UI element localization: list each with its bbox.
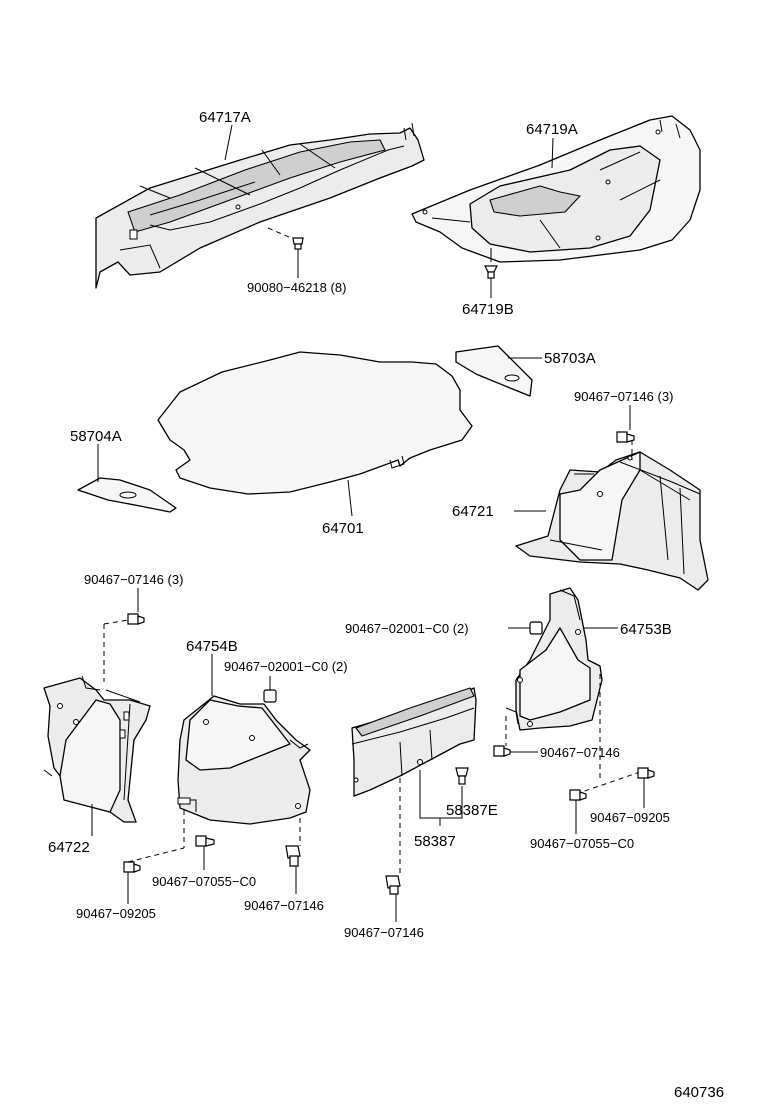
fastener-90467-09205-left[interactable] — [123, 861, 141, 873]
label-64719A: 64719A — [526, 121, 578, 138]
label-90467-07055-C0-right: 90467−07055−C0 — [530, 836, 634, 851]
part-58703A-pad[interactable] — [455, 345, 533, 397]
label-64721: 64721 — [452, 503, 494, 520]
leader-58387-bracket — [419, 770, 463, 826]
label-64754B: 64754B — [186, 638, 238, 655]
label-90467-07055-C0-left: 90467−07055−C0 — [152, 874, 256, 889]
fastener-90467-09205-right[interactable] — [637, 767, 655, 779]
label-90467-07146-mid-right: 90467−07146 — [540, 745, 620, 760]
part-64722-left-trim[interactable] — [43, 675, 151, 823]
part-64753B-right-rear-trim[interactable] — [505, 587, 603, 731]
fastener-90467-07055-C0-left[interactable] — [127, 810, 215, 863]
label-58387E: 58387E — [446, 802, 498, 819]
fastener-90467-07146-bottom-center[interactable] — [385, 778, 401, 895]
figure-number: 640736 — [674, 1084, 724, 1101]
fastener-90467-02001-C0-right[interactable] — [529, 621, 543, 635]
part-64721-right-side-trim[interactable] — [515, 451, 709, 591]
label-90467-02001-C0-2-left: 90467−02001−C0 (2) — [224, 659, 348, 674]
part-64717A-tray[interactable] — [95, 122, 425, 289]
label-90467-02001-C0-2-right: 90467−02001−C0 (2) — [345, 621, 469, 636]
label-90467-07146-bottom-center: 90467−07146 — [344, 925, 424, 940]
label-58704A: 58704A — [70, 428, 122, 445]
label-64722: 64722 — [48, 839, 90, 856]
fastener-58387E[interactable] — [455, 767, 469, 785]
label-64719B: 64719B — [462, 301, 514, 318]
fastener-90080-46218[interactable] — [267, 227, 304, 252]
fastener-90467-02001-C0-left[interactable] — [263, 676, 277, 703]
fastener-90467-07146-right[interactable] — [616, 431, 635, 460]
leader-64701 — [347, 479, 353, 517]
label-58387: 58387 — [414, 833, 456, 850]
fastener-90467-07055-C0-right[interactable] — [569, 674, 641, 801]
label-64717A: 64717A — [199, 109, 251, 126]
label-90467-07146-3-left: 90467−07146 (3) — [84, 572, 183, 587]
fastener-64719B[interactable] — [484, 248, 498, 279]
leader-64719A — [551, 137, 554, 169]
fastener-90467-07146-lower-left[interactable] — [285, 818, 301, 867]
part-64719A-trunk-lid-liner[interactable] — [411, 115, 701, 263]
part-64754B-left-rear-trim[interactable] — [177, 660, 311, 825]
label-58703A: 58703A — [544, 350, 596, 367]
leader-64717A — [224, 124, 233, 161]
label-64753B: 64753B — [620, 621, 672, 638]
label-90467-09205-right: 90467−09205 — [590, 810, 670, 825]
part-58704A-pad[interactable] — [77, 477, 177, 513]
fastener-90467-07146-left[interactable] — [103, 613, 145, 682]
label-64701: 64701 — [322, 520, 364, 537]
label-90467-07146-lower-left: 90467−07146 — [244, 898, 324, 913]
label-90080-46218: 90080−46218 (8) — [247, 280, 346, 295]
fastener-90467-07146-mid-right[interactable] — [493, 716, 511, 757]
part-58387-center-panel[interactable] — [351, 687, 477, 797]
part-64701-trunk-mat[interactable] — [157, 351, 473, 495]
label-90467-09205-left: 90467−09205 — [76, 906, 156, 921]
label-90467-07146-3-right: 90467−07146 (3) — [574, 389, 673, 404]
